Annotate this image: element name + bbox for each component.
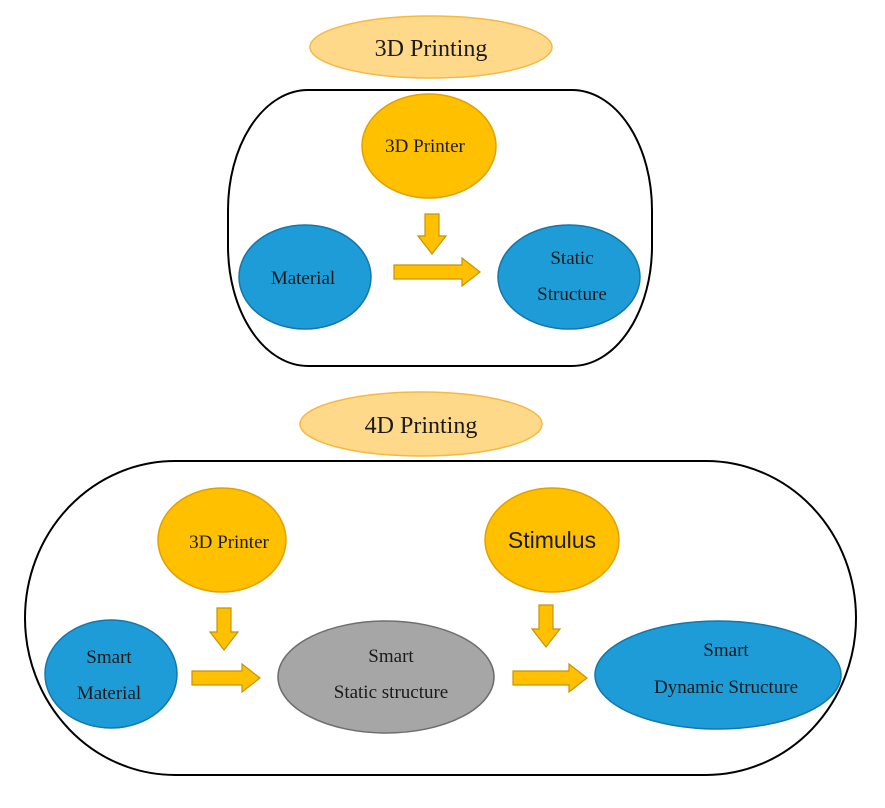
node-3d-printer-bottom [157,487,287,593]
section-3d-printing: 3D Printing 3D Printer Material Static S… [227,15,653,367]
node-static-structure [497,224,641,330]
title-4d-printing-badge [299,391,543,457]
title-4d-printing: 4D Printing [365,413,478,439]
arrow-right-top [393,256,481,288]
node-smart-dynamic-structure [594,620,842,730]
arrow-shape [530,604,562,648]
label-material: Material [271,268,335,289]
arrow-shape [191,662,261,694]
label-smart-dynamic-line1: Smart [703,640,749,661]
label-smart-static-line2: Static structure [334,682,449,703]
node-stimulus [484,487,620,593]
arrow-right-bottom-right [512,662,588,694]
frame-4d-printing [24,460,857,776]
frame-3d-printing [227,89,653,367]
title-3d-printing: 3D Printing [375,36,488,62]
section-4d-printing: 4D Printing 3D Printer Stimulus Smart Ma… [24,391,857,776]
label-3d-printer-bottom: 3D Printer [189,532,269,553]
arrow-shape [393,256,481,288]
title-3d-printing-badge [309,15,553,79]
node-smart-static-structure [277,620,495,734]
arrow-down-bottom-left [208,607,240,651]
label-smart-dynamic-line2: Dynamic Structure [654,677,798,698]
arrow-down-top [416,213,448,255]
arrow-down-bottom-right [530,604,562,648]
label-static-line1: Static [550,248,593,269]
arrow-shape [416,213,448,255]
label-static-line2: Structure [537,284,607,305]
label-smart-material-line2: Material [77,683,141,704]
node-smart-material [44,619,178,729]
label-stimulus: Stimulus [508,527,596,553]
arrow-right-bottom-left [191,662,261,694]
node-3d-printer-top [361,93,497,199]
arrow-shape [512,662,588,694]
label-smart-material-line1: Smart [86,647,132,668]
node-material [238,224,372,330]
label-smart-static-line1: Smart [368,646,414,667]
label-3d-printer-top: 3D Printer [385,136,465,157]
arrow-shape [208,607,240,651]
